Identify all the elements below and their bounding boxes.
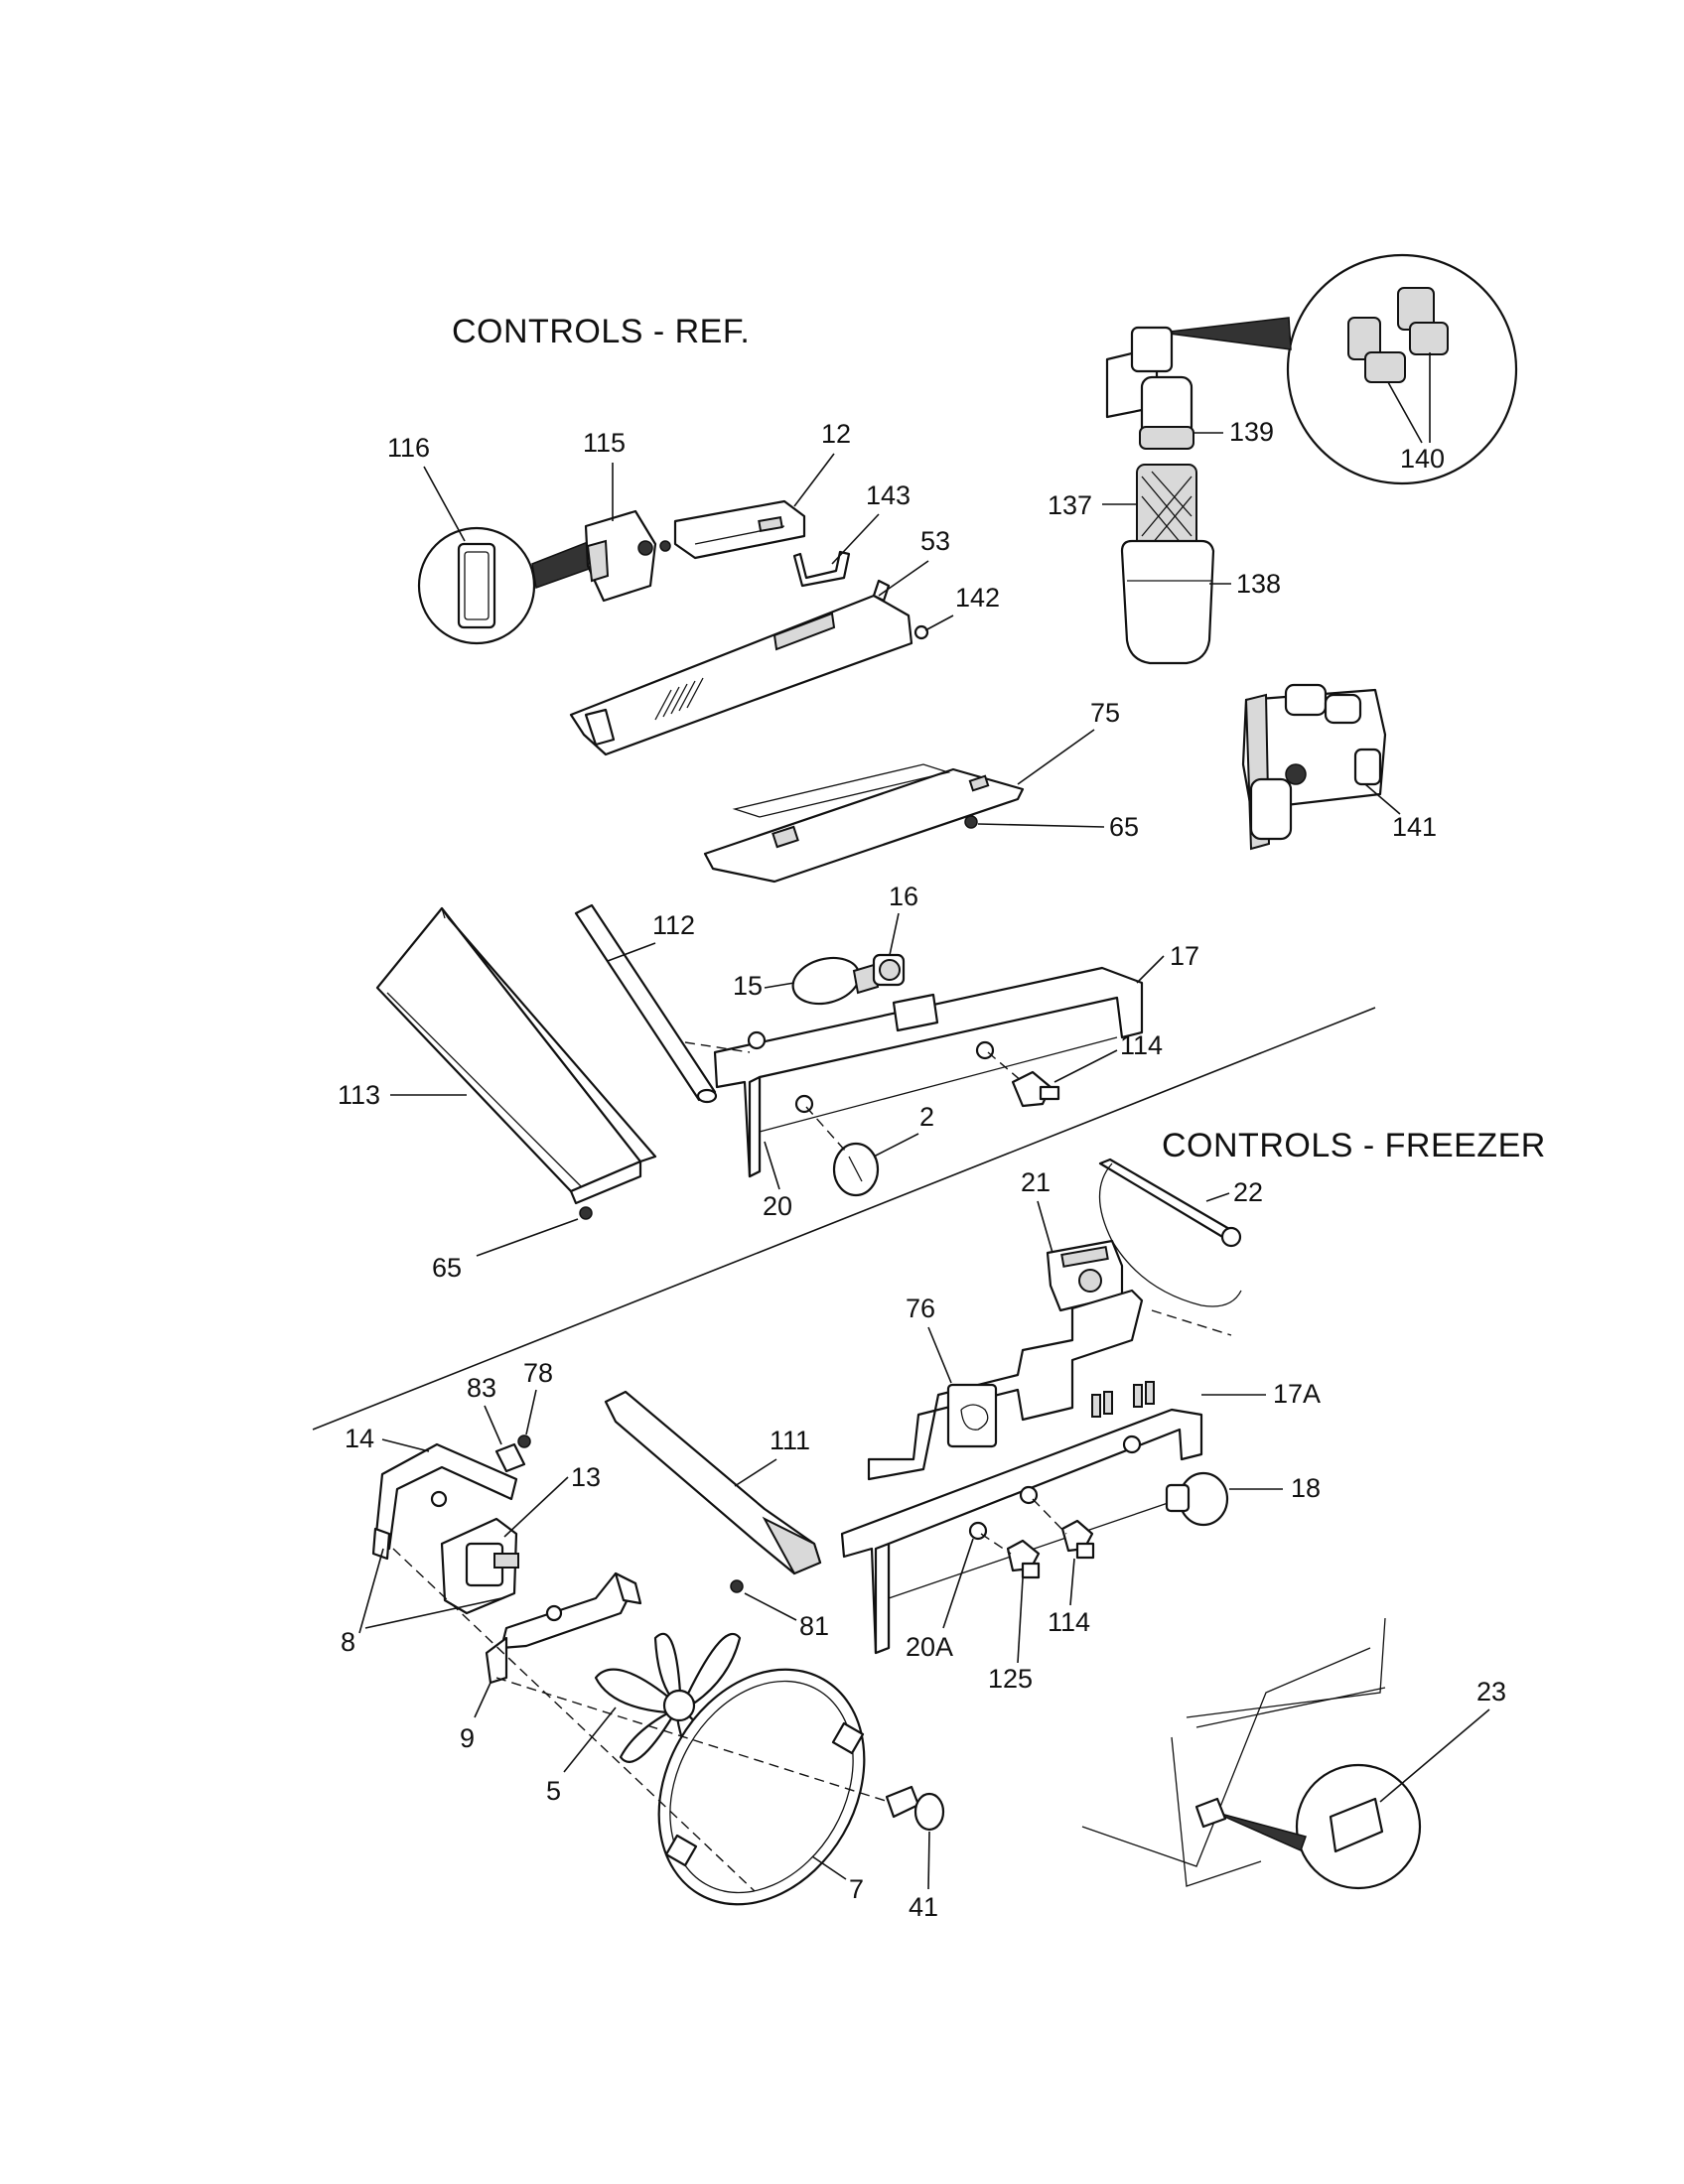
part-8-bracket (485, 1571, 642, 1685)
part-81-screw (730, 1579, 744, 1593)
callout-9: 9 (460, 1723, 475, 1753)
callout-16: 16 (889, 882, 918, 911)
callout-78: 78 (523, 1358, 553, 1388)
part-143-clip (792, 550, 851, 588)
part-112-light-tube (574, 903, 718, 1104)
part-76-freezer-housing (867, 1289, 1144, 1481)
callout-53: 53 (920, 526, 950, 556)
part-139-filter-head (1105, 326, 1194, 450)
part-114-switch-upper (987, 1051, 1060, 1108)
callout-125: 125 (988, 1664, 1033, 1694)
part-137-filter-cartridge (1136, 464, 1197, 550)
part-113-channel (375, 906, 657, 1205)
part-2-control-knob (805, 1106, 880, 1197)
callout-65-lower: 65 (432, 1253, 462, 1283)
callouts: 116 115 12 143 53 142 139 140 137 138 75… (338, 352, 1506, 1922)
title-controls-ref: CONTROLS - REF. (452, 313, 750, 350)
part-114-switch-lower (1032, 1498, 1095, 1560)
callout-41: 41 (909, 1892, 938, 1922)
part-78-screw (517, 1434, 531, 1448)
part-16-lamp-socket (872, 953, 906, 987)
part-111-fan-shroud-arm (604, 1390, 822, 1575)
part-116-gasket-detail (417, 526, 593, 645)
part-138-filter-bowl (1120, 539, 1215, 665)
callout-23: 23 (1476, 1677, 1506, 1706)
part-7-fan-shroud-ring (657, 1668, 866, 1906)
callout-138: 138 (1236, 569, 1281, 599)
section-divider (312, 1007, 1376, 1431)
callout-7: 7 (849, 1874, 864, 1904)
callout-83: 83 (467, 1373, 496, 1403)
part-41-screw (885, 1785, 945, 1832)
part-125-switch (980, 1533, 1041, 1579)
callout-114-upper: 114 (1120, 1030, 1163, 1060)
callout-139: 139 (1229, 417, 1274, 447)
callout-5: 5 (546, 1776, 561, 1806)
callout-20a: 20A (906, 1632, 953, 1662)
callout-137: 137 (1048, 490, 1092, 520)
part-14-fan-bracket (371, 1442, 518, 1561)
callout-18: 18 (1291, 1473, 1321, 1503)
part-13-fan-motor (440, 1517, 519, 1615)
part-18-freezer-knob (1165, 1471, 1229, 1527)
title-controls-freezer: CONTROLS - FREEZER (1162, 1127, 1546, 1164)
callout-15: 15 (733, 971, 763, 1001)
callout-8: 8 (341, 1627, 355, 1657)
callout-76: 76 (906, 1294, 935, 1323)
part-23-cabinet-detail (1081, 1617, 1422, 1890)
callout-114-lower: 114 (1048, 1607, 1090, 1637)
callout-112: 112 (652, 910, 695, 940)
callout-142: 142 (955, 583, 1000, 613)
part-12-control-cover (673, 499, 806, 560)
callout-22: 22 (1233, 1177, 1263, 1207)
part-142-screw (913, 624, 929, 640)
callout-65-upper: 65 (1109, 812, 1139, 842)
callout-75: 75 (1090, 698, 1120, 728)
thermostat-connector-line (1151, 1309, 1232, 1336)
callout-141: 141 (1392, 812, 1437, 842)
part-21-thermostat (1046, 1239, 1124, 1312)
callout-140: 140 (1400, 444, 1445, 474)
part-22-sensing-tube (1098, 1158, 1242, 1307)
callout-113: 113 (338, 1080, 380, 1110)
part-141-water-valve (1241, 683, 1387, 851)
callout-13: 13 (571, 1462, 601, 1492)
fan-assembly-axis-1 (392, 1548, 756, 1892)
part-15-light-bulb (791, 956, 880, 1006)
callout-12: 12 (821, 419, 851, 449)
callout-81: 81 (799, 1611, 829, 1641)
part-17a-freezer-control-panel (840, 1381, 1203, 1655)
part-53-control-housing (569, 579, 913, 756)
part-115-switch-housing (584, 509, 671, 603)
part-83-clip (494, 1442, 526, 1473)
part-65-screw-lower (579, 1206, 593, 1220)
callout-115: 115 (583, 428, 626, 458)
callout-17a: 17A (1273, 1379, 1321, 1409)
part-17-control-panel (684, 966, 1144, 1178)
callout-17: 17 (1170, 941, 1199, 971)
callout-2: 2 (919, 1102, 934, 1132)
callout-20: 20 (763, 1191, 792, 1221)
callout-111: 111 (770, 1426, 810, 1455)
fan-assembly-axis-2 (495, 1677, 890, 1803)
callout-14: 14 (345, 1424, 374, 1453)
callout-116: 116 (387, 433, 430, 463)
callout-143: 143 (866, 480, 911, 510)
part-65-screw-upper (964, 815, 978, 829)
part-140-fittings-detail (1161, 253, 1518, 485)
part-75-mounting-plate (703, 763, 1025, 884)
callout-21: 21 (1021, 1167, 1051, 1197)
